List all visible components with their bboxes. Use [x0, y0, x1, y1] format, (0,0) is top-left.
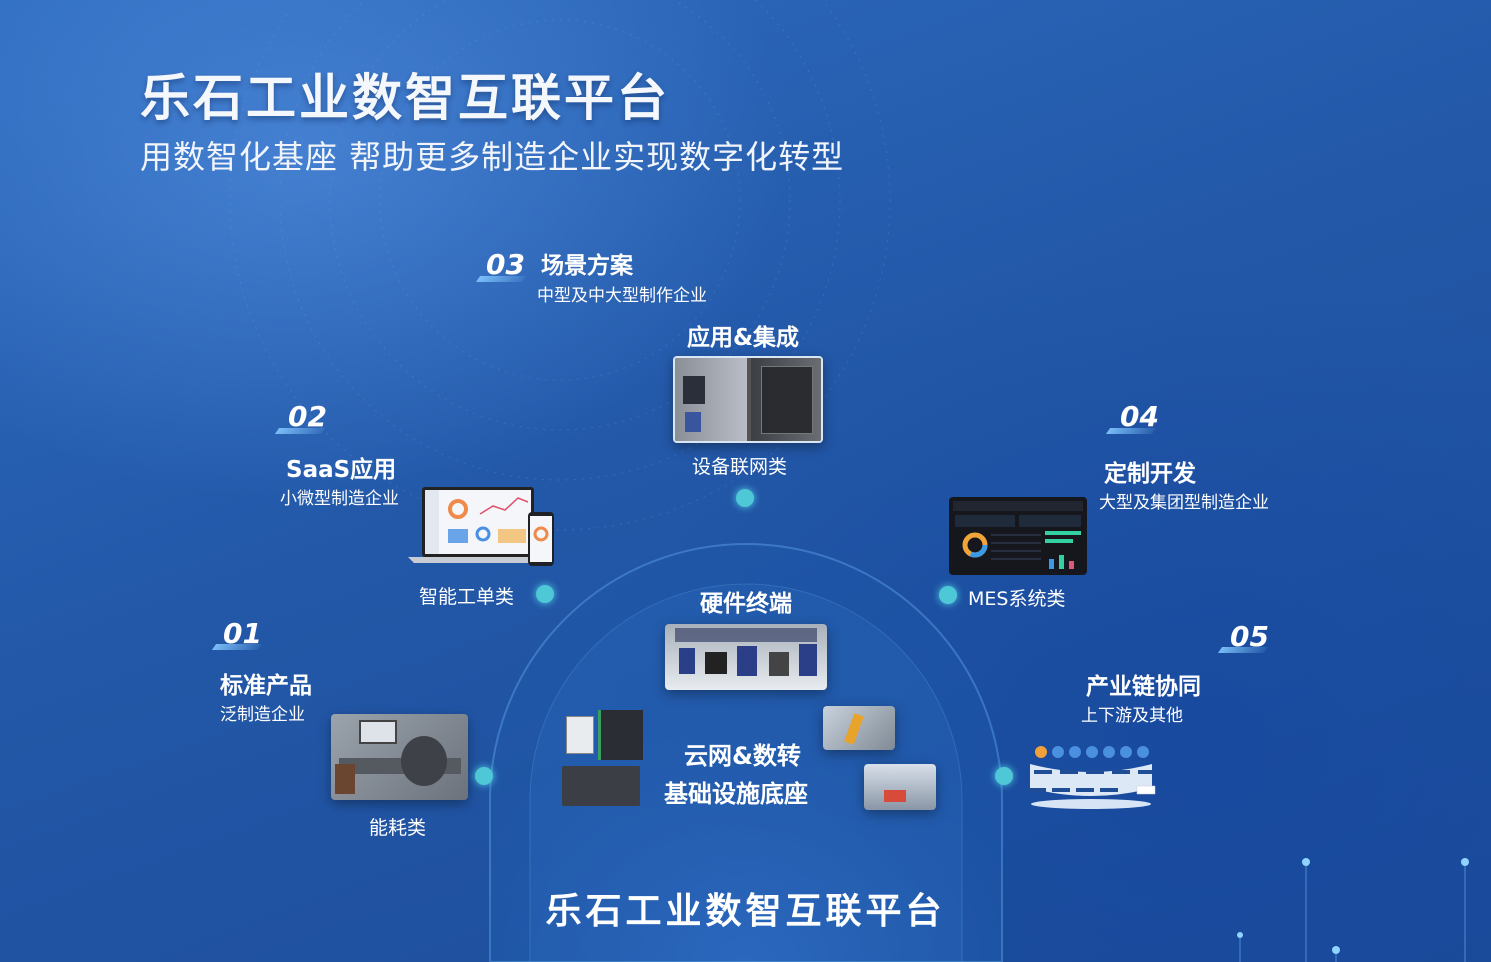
- hardware-label: 硬件终端: [700, 591, 792, 617]
- laptop-phone-icon: [408, 487, 554, 566]
- network-diagram-icon: [1028, 746, 1156, 809]
- footer-title: 乐石工业数智互联平台: [545, 891, 946, 932]
- stage-05-number: 05: [1230, 620, 1269, 653]
- node-dot-03: [736, 489, 754, 507]
- stage-02-title: SaaS应用: [286, 457, 397, 483]
- stage-03-subtitle: 中型及中大型制作企业: [537, 286, 707, 306]
- stage-05-title: 产业链协同: [1086, 674, 1201, 700]
- energy-meter-photo: [331, 714, 468, 800]
- stage-04-subtitle: 大型及集团型制造企业: [1099, 493, 1269, 513]
- stage-01-number: 01: [223, 617, 262, 650]
- node-dot-02: [536, 585, 554, 603]
- plc-device: [562, 766, 640, 806]
- category-mes-system: MES系统类: [968, 588, 1066, 610]
- stage-02-number: 02: [288, 400, 327, 433]
- gateway-device: [598, 710, 643, 760]
- robot-arm-photo: [823, 706, 895, 750]
- category-smart-workorder: 智能工单类: [419, 586, 515, 608]
- category-energy: 能耗类: [369, 817, 427, 839]
- page-title: 乐石工业数智互联平台: [140, 69, 670, 127]
- stage-01-subtitle: 泛制造企业: [220, 705, 305, 725]
- stage-03-number: 03: [486, 248, 525, 281]
- integration-label: 应用&集成: [687, 325, 800, 351]
- base-label-line1: 云网&数转: [684, 742, 801, 770]
- stage-01-title: 标准产品: [220, 673, 312, 699]
- stage-04-number: 04: [1120, 400, 1159, 433]
- stage-04-title: 定制开发: [1104, 461, 1196, 487]
- page-subtitle: 用数智化基座 帮助更多制造企业实现数字化转型: [140, 138, 845, 176]
- category-device-network: 设备联网类: [692, 456, 788, 478]
- stage-03-title: 场景方案: [541, 253, 633, 279]
- base-label-line2: 基础设施底座: [664, 780, 808, 808]
- stage-02-subtitle: 小微型制造企业: [280, 489, 399, 509]
- node-dot-01: [475, 767, 493, 785]
- stage-05-subtitle: 上下游及其他: [1081, 706, 1183, 726]
- factory-floor-photo: [864, 764, 936, 810]
- dashboard-icon: [949, 497, 1087, 575]
- device-network-photo: [673, 356, 823, 443]
- smart-meter-device: [566, 716, 594, 754]
- node-dot-04: [939, 586, 957, 604]
- node-dot-05: [995, 767, 1013, 785]
- hardware-terminal-photo: [665, 624, 827, 690]
